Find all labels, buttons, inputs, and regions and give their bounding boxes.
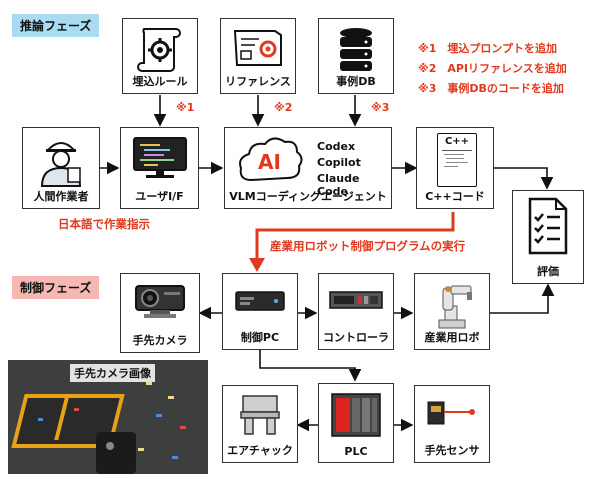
cpp-code-label: C++コード bbox=[425, 190, 485, 203]
reference-box: リファレンス bbox=[220, 18, 296, 94]
user-interface-label: ユーザI/F bbox=[135, 190, 184, 203]
hand-sensor-box: 手先センサ bbox=[414, 385, 490, 463]
blueprint-gear-icon bbox=[233, 30, 282, 66]
checklist-icon bbox=[528, 197, 568, 255]
user-interface-box: ユーザI/F bbox=[120, 127, 199, 209]
cpp-code-box: C++ C++コード bbox=[416, 127, 494, 209]
laser-sensor-icon bbox=[427, 401, 475, 425]
cpp-doc-title: C++ bbox=[444, 136, 470, 147]
mini-pc-icon bbox=[235, 291, 285, 311]
embedded-rules-box: 埋込ルール bbox=[122, 18, 198, 94]
human-worker-box: 人間作業者 bbox=[22, 127, 100, 209]
evaluation-label: 評価 bbox=[537, 265, 559, 278]
execute-program-text: 産業用ロボット制御プログラムの実行 bbox=[270, 239, 466, 253]
hand-camera-image: 手先カメラ画像 bbox=[8, 360, 208, 474]
hand-camera-label: 手先カメラ bbox=[132, 334, 188, 347]
air-chuck-box: エアチャック bbox=[222, 385, 298, 463]
camera-image-title: 手先カメラ画像 bbox=[70, 364, 155, 382]
inference-phase-label: 推論フェーズ bbox=[12, 14, 100, 37]
industrial-robot-label: 産業用ロボ bbox=[424, 331, 480, 344]
embedded-rules-label: 埋込ルール bbox=[132, 75, 188, 88]
japanese-instruction-text: 日本語で作業指示 bbox=[58, 217, 150, 231]
evaluation-box: 評価 bbox=[512, 190, 584, 284]
camera-icon bbox=[135, 285, 185, 318]
tool-copilot: Copilot bbox=[317, 156, 361, 169]
mark-1: ※1 bbox=[176, 101, 195, 114]
plc-device-icon bbox=[331, 393, 381, 437]
case-db-label: 事例DB bbox=[336, 75, 376, 88]
reference-label: リファレンス bbox=[225, 75, 291, 88]
vlm-agent-label: VLMコーディングエージェント bbox=[229, 190, 387, 203]
industrial-robot-box: 産業用ロボ bbox=[414, 273, 490, 350]
tool-codex: Codex bbox=[317, 140, 356, 153]
controller-box: コントローラ bbox=[318, 273, 394, 350]
control-phase-label: 制御フェーズ bbox=[12, 276, 100, 299]
cpp-document-icon: C++ bbox=[437, 133, 477, 187]
tool-claude-code: Claude Code bbox=[317, 172, 360, 198]
mark-3: ※3 bbox=[371, 101, 390, 114]
database-icon bbox=[340, 28, 372, 71]
note-2: ※2 APIリファレンスを追加 bbox=[418, 62, 567, 75]
hand-sensor-label: 手先センサ bbox=[424, 444, 480, 457]
human-worker-label: 人間作業者 bbox=[33, 190, 89, 203]
ai-badge: AI bbox=[258, 150, 281, 174]
worker-icon bbox=[40, 142, 82, 187]
gripper-icon bbox=[240, 395, 280, 435]
case-db-box: 事例DB bbox=[318, 18, 394, 94]
hand-camera-box: 手先カメラ bbox=[120, 273, 200, 353]
plc-label: PLC bbox=[344, 445, 368, 458]
mark-2: ※2 bbox=[274, 101, 293, 114]
control-pc-label: 制御PC bbox=[240, 331, 280, 344]
note-3: ※3 事例DBのコードを追加 bbox=[418, 82, 564, 95]
controller-device-icon bbox=[329, 291, 383, 309]
note-1: ※1 埋込プロンプトを追加 bbox=[418, 42, 558, 55]
ai-cloud-icon bbox=[239, 137, 303, 182]
control-pc-box: 制御PC bbox=[222, 273, 298, 350]
plc-box: PLC bbox=[318, 383, 394, 463]
vlm-agent-box: AI Codex Copilot Claude Code VLMコーディングエー… bbox=[224, 127, 392, 209]
robot-arm-icon bbox=[438, 285, 472, 329]
scroll-gear-icon bbox=[137, 28, 181, 72]
controller-label: コントローラ bbox=[323, 331, 389, 344]
air-chuck-label: エアチャック bbox=[227, 444, 293, 457]
monitor-code-icon bbox=[132, 137, 187, 178]
